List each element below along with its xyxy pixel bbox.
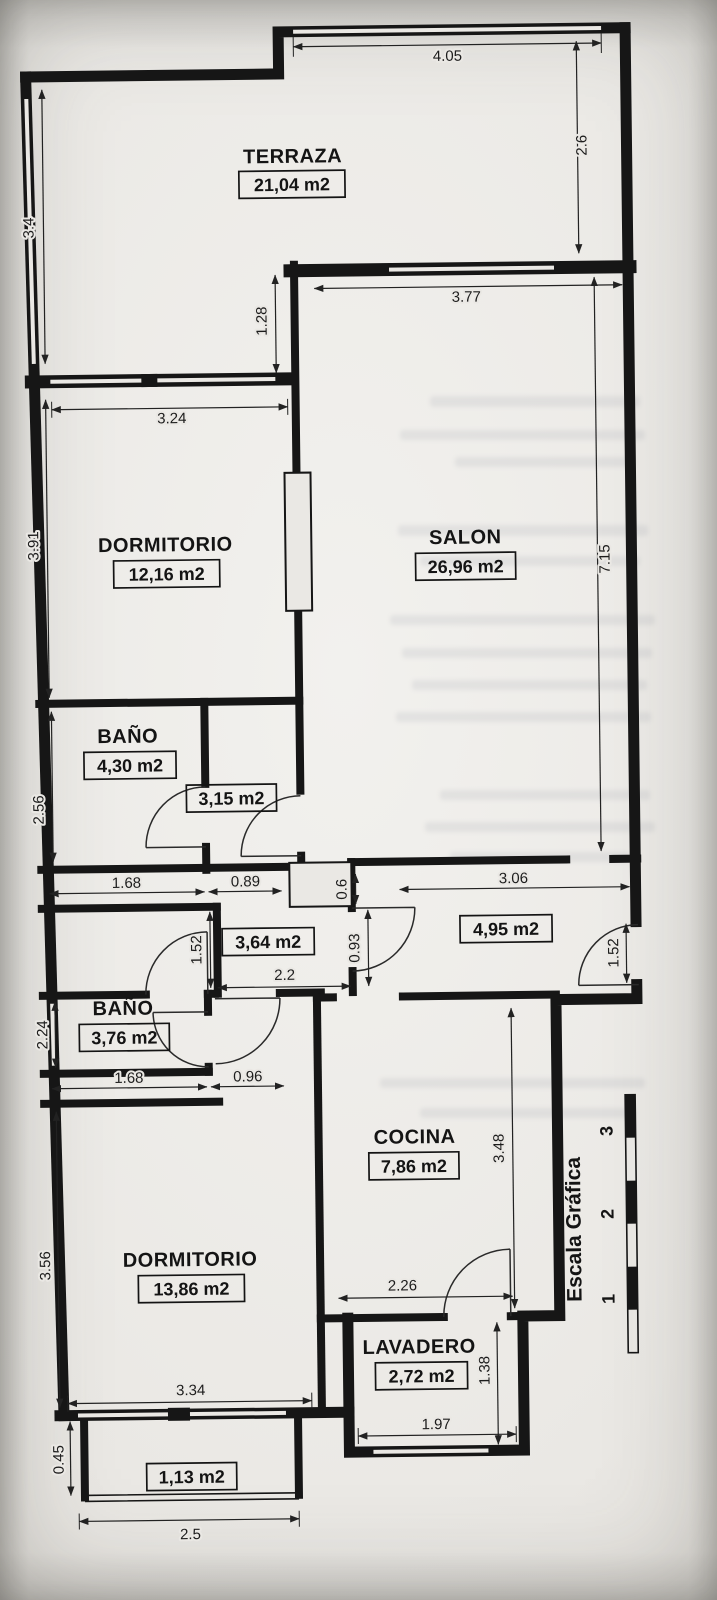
windows-layer xyxy=(24,25,602,1503)
dim-salon-w: 3.77 xyxy=(452,288,481,305)
bleed-through-layer xyxy=(380,396,655,1118)
dim-balcon-h: 0.45 xyxy=(50,1445,67,1474)
duct-shaft xyxy=(288,861,353,908)
dim-cocina-w: 2.26 xyxy=(388,1277,417,1294)
area-box xyxy=(78,1022,171,1053)
dim-terraza-right: 2.6 xyxy=(573,135,590,156)
room-name: SALON xyxy=(429,526,502,549)
area-box xyxy=(83,750,178,781)
dim-bano2-h: 2.24 xyxy=(34,1020,51,1049)
room-name: DORMITORIO xyxy=(123,1248,258,1272)
room-label-salon: SALON 26,96 m2 xyxy=(414,526,517,582)
room-labels-layer: TERRAZA 21,04 m2 DORMITORIO 12,16 m2 SAL… xyxy=(78,145,554,1492)
room-label-bano1: BAÑO 4,30 m2 xyxy=(83,724,178,781)
dim-bano1-h: 2.56 xyxy=(30,795,47,824)
balcony-railing xyxy=(84,1491,300,1503)
room-name: BAÑO xyxy=(97,724,158,748)
bath2-door xyxy=(152,1011,209,1068)
room-name: COCINA xyxy=(374,1126,456,1149)
area-box xyxy=(145,1461,238,1492)
scale-bar-segment xyxy=(627,1266,638,1310)
room-area: 3,15 m2 xyxy=(198,788,264,809)
room-area: 7,86 m2 xyxy=(381,1156,447,1177)
lavadero-door xyxy=(443,1248,512,1318)
room-label-balcon: 1,13 m2 xyxy=(145,1461,238,1492)
dim-dorm1-h: 3.91 xyxy=(25,531,42,560)
room-area: 1,13 m2 xyxy=(159,1467,225,1488)
dimension-labels-layer: 4.05 2.6 3.4 1.28 3.77 3.24 3.91 7.15 2.… xyxy=(18,46,624,1546)
area-box xyxy=(137,1273,246,1304)
room-label-terraza: TERRAZA 21,04 m2 xyxy=(237,145,346,200)
dim-row1-b: 0.89 xyxy=(231,873,260,890)
room-label-dormitorio2: DORMITORIO 13,86 m2 xyxy=(123,1248,258,1304)
dim-row2-a: 1.68 xyxy=(114,1070,143,1087)
dim-step: 1.28 xyxy=(253,306,270,335)
area-box xyxy=(185,783,278,813)
area-box xyxy=(112,558,221,589)
dim-lavadero-w: 1.97 xyxy=(421,1416,450,1433)
salon-door xyxy=(240,794,302,858)
dim-terraza-top: 4.05 xyxy=(433,48,462,65)
room-area: 3,64 m2 xyxy=(235,932,301,953)
dim-dorm2-w: 3.34 xyxy=(176,1382,205,1399)
room-area: 4,30 m2 xyxy=(97,755,163,776)
dim-lavadero-h: 1.38 xyxy=(476,1356,493,1385)
scale-tick-2: 2 xyxy=(598,1209,618,1219)
dim-duct-w: 0.6 xyxy=(333,879,350,900)
dim-balcon-w: 2.5 xyxy=(180,1526,201,1543)
dim-cocina-h: 3.48 xyxy=(491,1134,508,1163)
dim-row2-b: 0.96 xyxy=(233,1068,262,1085)
room-label-hall2: 4,95 m2 xyxy=(459,913,554,944)
dim-dorm1-w: 3.24 xyxy=(157,410,186,427)
area-box xyxy=(221,926,316,957)
room-area: 2,72 m2 xyxy=(388,1366,454,1387)
room-area: 3,76 m2 xyxy=(91,1027,157,1048)
dim-row1-a: 1.68 xyxy=(112,875,141,892)
room-label-bano2: BAÑO 3,76 m2 xyxy=(78,997,171,1053)
vestibule-door xyxy=(214,997,281,1065)
area-box xyxy=(237,169,346,200)
scale-tick-1: 1 xyxy=(599,1294,619,1304)
bath1-door xyxy=(145,786,207,849)
dim-terraza-left: 3.4 xyxy=(20,217,37,238)
area-box xyxy=(367,1150,460,1181)
scale-bar-segment xyxy=(625,1094,636,1138)
dim-pasillo-h2: 0.93 xyxy=(346,933,363,962)
room-area: 21,04 m2 xyxy=(254,174,330,195)
room-label-hall1: 3,15 m2 xyxy=(185,783,278,813)
room-area: 4,95 m2 xyxy=(473,919,539,940)
dim-salon-h: 7.15 xyxy=(596,544,613,573)
scale-bar-segment xyxy=(626,1180,637,1224)
wall-recess xyxy=(283,471,314,612)
dim-pasillo-w: 2.2 xyxy=(274,967,295,984)
dim-dorm2-h: 3.56 xyxy=(37,1251,54,1280)
scale-bar: Escala Gráfica 1 2 3 xyxy=(562,1093,640,1354)
room-name: TERRAZA xyxy=(243,145,342,168)
room-label-pasillo: 3,64 m2 xyxy=(221,926,316,957)
scale-label: Escala Gráfica xyxy=(562,1157,587,1302)
area-box xyxy=(459,913,554,944)
room-area: 13,86 m2 xyxy=(153,1279,229,1300)
dim-hall2-w: 3.06 xyxy=(499,870,528,887)
dim-entry-w: 1.52 xyxy=(605,938,622,967)
dimension-lines-layer xyxy=(38,32,631,1530)
room-label-dormitorio1: DORMITORIO 12,16 m2 xyxy=(98,534,233,589)
room-name: LAVADERO xyxy=(362,1336,476,1359)
room-label-cocina: COCINA 7,86 m2 xyxy=(367,1126,460,1181)
room-name: BAÑO xyxy=(92,997,153,1021)
room-label-lavadero: LAVADERO 2,72 m2 xyxy=(362,1336,476,1391)
room-name: DORMITORIO xyxy=(98,534,233,558)
room-area: 12,16 m2 xyxy=(129,564,205,585)
area-box xyxy=(374,1360,469,1391)
scale-tick-3: 3 xyxy=(596,1126,616,1136)
area-box xyxy=(414,551,517,582)
room-area: 26,96 m2 xyxy=(427,556,503,577)
dim-pasillo-h: 1.52 xyxy=(188,935,205,964)
